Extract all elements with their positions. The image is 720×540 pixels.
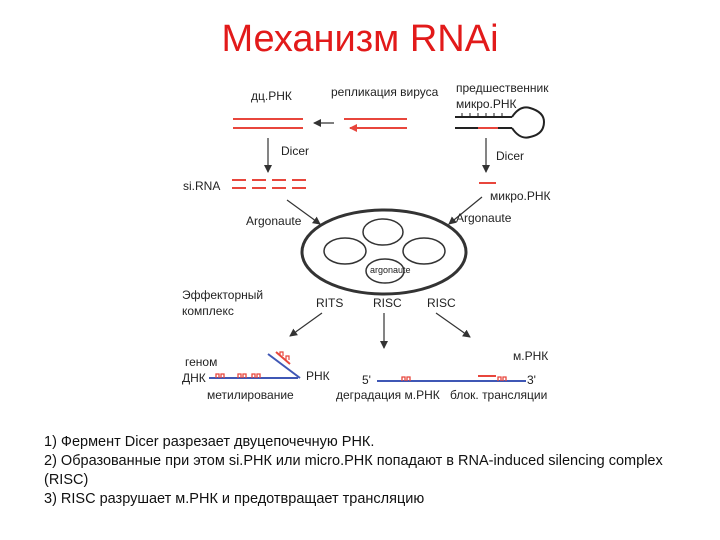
rits-label: RITS [316,296,343,310]
effector-complex [300,208,468,296]
mirna-label: микро.РНК [490,189,551,203]
virus-rna-strand [344,118,407,132]
rna-label: РНК [306,369,330,383]
argonaute-small-label: argonaute [370,265,411,275]
dsrna-label: дц.РНК [251,89,292,103]
risc-center-label: RISC [373,296,402,310]
sirna-label: si.RNA [183,179,220,193]
caption-line-1: 1) Фермент Dicer разрезает двуцепочечную… [44,434,375,450]
arrow-to-risc-right [435,312,471,338]
pre-mirna-hairpin [455,106,546,139]
dna-strand [209,373,298,379]
caption-line-2: 2) Образованные при этом si.РНК или micr… [44,453,667,488]
slide-title: Механизм RNAi [221,18,499,60]
rna-transcript [267,351,301,379]
mrna-strand [377,376,526,382]
risc-right-label: RISC [427,296,456,310]
methylation-label: метилирование [207,388,294,402]
dicer-right-label: Dicer [496,149,524,163]
three-prime-label: 3' [527,373,536,387]
sirna-duplexes [232,179,306,189]
translation-block-label: блок. трансляции [450,388,547,402]
five-prime-label: 5' [362,373,371,387]
mrna-degradation-label: деградация м.РНК [336,388,440,402]
argonaute-left-label: Argonaute [246,214,302,228]
caption: 1) Фермент Dicer разрезает двуцепочечную… [44,433,684,509]
arrow-argonaute-right [448,196,483,225]
dicer-left-label: Dicer [281,144,309,158]
effector-label-line1: Эффекторный [182,288,263,302]
mrna-label: м.РНК [513,349,548,363]
caption-line-3: 3) RISC разрушает м.РНК и предотвращает … [44,491,425,507]
effector-label-line2: комплекс [182,304,234,318]
virus-replication-label: репликация вируса [331,85,439,99]
dna-label: ДНК [182,371,206,385]
pre-mirna-label-line2: микро.РНК [456,97,517,111]
genome-label: геном [185,355,217,369]
argonaute-right-label: Argonaute [456,211,512,225]
arrow-argonaute-left [286,199,321,225]
pre-mirna-label-line1: предшественник [456,81,549,95]
arrow-to-rits [289,312,323,337]
dsrna-strands [233,118,303,129]
